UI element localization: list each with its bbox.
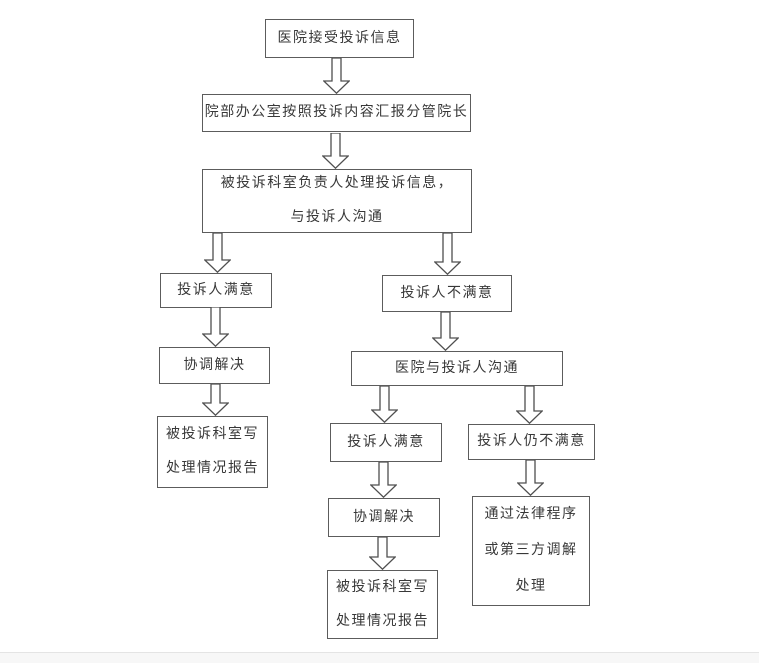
flow-node-receive-complaint: 医院接受投诉信息: [265, 19, 414, 58]
flow-node-label: 或第三方调解: [484, 543, 578, 558]
flow-node-label: 投诉人仍不满意: [477, 434, 586, 449]
arrow-down-icon: [433, 233, 461, 275]
flow-node-resolve-mid: 协调解决: [328, 498, 440, 537]
arrow-down-icon: [321, 133, 349, 169]
arrow-down-icon: [431, 312, 459, 351]
flow-node-satisfied-left: 投诉人满意: [160, 273, 272, 308]
flow-node-legal: 通过法律程序 或第三方调解 处理: [472, 496, 590, 606]
flow-node-label: 投诉人满意: [347, 434, 425, 450]
flow-node-label: 通过法律程序: [484, 507, 578, 522]
flow-node-label: 被投诉科室写: [336, 579, 429, 595]
flow-node-label: 投诉人不满意: [400, 285, 494, 301]
flow-node-resolve-left: 协调解决: [159, 347, 270, 384]
arrow-down-icon: [369, 462, 397, 498]
flow-node-label: 医院接受投诉信息: [277, 30, 402, 46]
arrow-down-icon: [370, 386, 398, 423]
flow-node-label: 医院与投诉人沟通: [395, 360, 519, 376]
flow-node-label: 院部办公室按照投诉内容汇报分管院长: [204, 105, 469, 120]
flow-node-label: 被投诉科室写: [166, 427, 259, 442]
flow-node-communicate: 医院与投诉人沟通: [351, 351, 563, 386]
flow-node-report-mid: 被投诉科室写 处理情况报告: [327, 570, 438, 639]
flow-node-label: 处理: [515, 579, 547, 594]
flow-node-label: 协调解决: [183, 357, 246, 373]
bottom-bar: [0, 652, 759, 663]
arrow-down-icon: [322, 58, 350, 94]
flow-node-label: 投诉人满意: [177, 282, 255, 298]
arrow-down-icon: [203, 233, 231, 273]
flow-node-label: 被投诉科室负责人处理投诉信息，: [220, 176, 454, 191]
arrow-down-icon: [515, 386, 543, 424]
arrow-down-icon: [201, 307, 229, 347]
flow-node-still-unsatisfied: 投诉人仍不满意: [468, 424, 595, 460]
flow-node-label: 处理情况报告: [166, 461, 259, 476]
arrow-down-icon: [368, 537, 396, 570]
flow-node-office-report: 院部办公室按照投诉内容汇报分管院长: [202, 94, 471, 132]
flow-node-label: 协调解决: [353, 509, 415, 525]
flow-node-label: 与投诉人沟通: [290, 210, 384, 225]
flow-node-dept-handle: 被投诉科室负责人处理投诉信息， 与投诉人沟通: [202, 169, 472, 233]
flow-node-report-left: 被投诉科室写 处理情况报告: [157, 416, 268, 488]
flow-node-label: 处理情况报告: [336, 613, 429, 629]
arrow-down-icon: [201, 384, 229, 416]
arrow-down-icon: [516, 460, 544, 496]
flow-node-satisfied-mid: 投诉人满意: [330, 423, 442, 462]
flow-node-unsatisfied: 投诉人不满意: [382, 275, 512, 312]
